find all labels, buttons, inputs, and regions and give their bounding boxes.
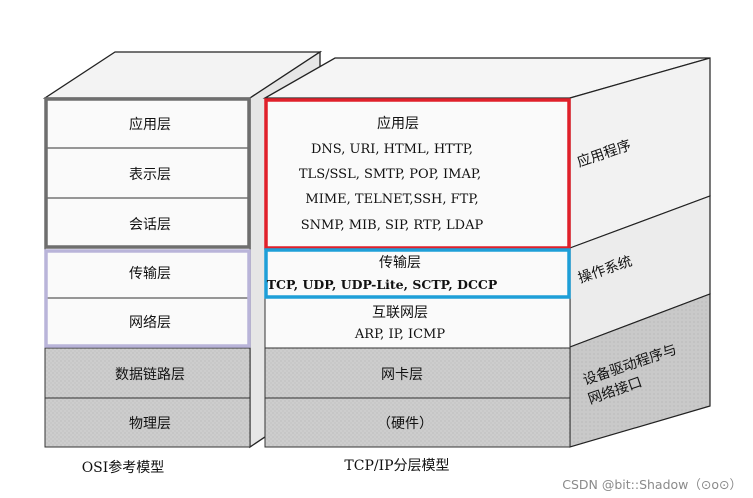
application-protocols-line-3: MIME, TELNET,SSH, FTP, xyxy=(305,192,478,207)
tcpip-application-title: 应用层 xyxy=(377,115,419,132)
osi-label-session: 会话层 xyxy=(129,217,171,233)
tcpip-row-link xyxy=(264,347,571,399)
osi-row-application xyxy=(44,97,251,149)
osi-label-transport: 传输层 xyxy=(129,266,171,282)
application-protocols-line-1: DNS, URI, HTML, HTTP, xyxy=(311,142,473,157)
osi-label-presentation: 表示层 xyxy=(129,167,171,183)
osi-middle-highlight xyxy=(44,249,251,348)
csdn-watermark: CSDN @bit::Shadow（⊙o⊙） xyxy=(562,477,742,492)
transport-highlight xyxy=(264,248,571,299)
tcpip-caption: TCP/IP分层模型 xyxy=(344,458,449,474)
osi-label-application: 应用层 xyxy=(129,116,171,133)
tcpip-link-title: 网卡层 xyxy=(381,367,423,383)
tcpip-row-physical xyxy=(264,397,571,448)
osi-label-datalink: 数据链路层 xyxy=(115,367,185,383)
tcpip-row-application xyxy=(264,97,571,249)
tcpip-row-transport xyxy=(264,247,571,299)
osi-row-physical xyxy=(44,397,251,448)
tcpip-internet-title: 互联网层 xyxy=(372,305,428,321)
osi-label-network: 网络层 xyxy=(129,315,171,331)
internet-protocols: ARP, IP, ICMP xyxy=(354,327,445,342)
application-highlight xyxy=(264,98,571,250)
osi-caption: OSI参考模型 xyxy=(82,459,165,476)
application-protocols-line-2: TLS/SSL, SMTP, POP, IMAP, xyxy=(299,167,481,182)
osi-row-datalink xyxy=(44,347,251,399)
tcpip-physical-title: （硬件） xyxy=(377,416,433,432)
tcpip-block: 应用层 DNS, URI, HTML, HTTP, TLS/SSL, SMTP,… xyxy=(262,57,711,474)
osi-upper-highlight xyxy=(44,97,251,249)
transport-protocols: TCP, UDP, UDP-Lite, SCTP, DCCP xyxy=(267,277,498,292)
tcpip-row-internet xyxy=(264,297,571,349)
tcpip-transport-title: 传输层 xyxy=(379,255,421,271)
application-protocols-line-4: SNMP, MIB, SIP, RTP, LDAP xyxy=(301,218,484,233)
osi-label-physical: 物理层 xyxy=(129,416,171,432)
osi-row-network xyxy=(44,297,251,349)
